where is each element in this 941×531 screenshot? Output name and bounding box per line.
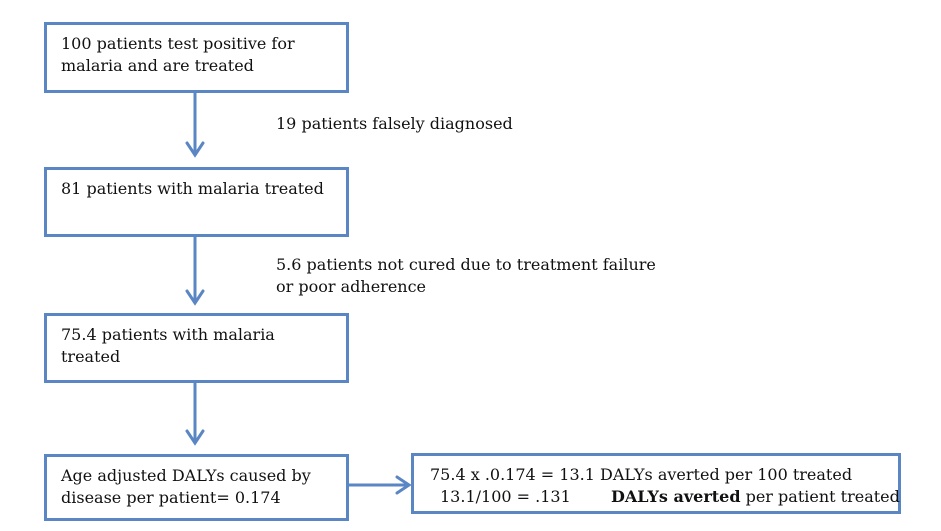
note-false-diagnosis: 19 patients falsely diagnosed (276, 113, 513, 135)
per-patient-label: per patient treated (740, 487, 900, 506)
note-text: or poor adherence (276, 277, 427, 296)
arrowhead-3 (185, 429, 205, 446)
note-text: 19 patients falsely diagnosed (276, 114, 513, 133)
box-text: treated (61, 347, 121, 366)
box-text: malaria and are treated (61, 56, 254, 75)
box-cured-patients: 75.4 patients with malaria treated (44, 313, 349, 383)
arrowhead-4 (395, 475, 412, 495)
arrowhead-2 (185, 289, 205, 306)
box-text-line2: 13.1/100 = .131 DALYs averted per patien… (426, 486, 900, 508)
note-text: 5.6 patients not cured due to treatment … (276, 255, 656, 274)
box-text: 75.4 x .0.174 = 13.1 DALYs averted per 1… (430, 465, 853, 484)
box-text: 81 patients with malaria treated (61, 179, 324, 198)
box-text: disease per patient= 0.174 (61, 488, 281, 507)
box-dalys-per-patient: Age adjusted DALYs caused by disease per… (44, 454, 349, 521)
arrowhead-1 (185, 141, 205, 158)
box-dalys-averted: 75.4 x .0.174 = 13.1 DALYs averted per 1… (411, 453, 901, 514)
box-malaria-treated: 81 patients with malaria treated (44, 167, 349, 237)
box-text: 100 patients test positive for (61, 34, 295, 53)
box-text: Age adjusted DALYs caused by (61, 466, 311, 485)
box-positive-tests: 100 patients test positive for malaria a… (44, 22, 349, 93)
note-not-cured: 5.6 patients not cured due to treatment … (276, 254, 656, 298)
per-patient-calc: 13.1/100 = .131 (440, 487, 571, 506)
box-text: 75.4 patients with malaria (61, 325, 275, 344)
dalys-averted-label: DALYs averted (610, 487, 741, 506)
